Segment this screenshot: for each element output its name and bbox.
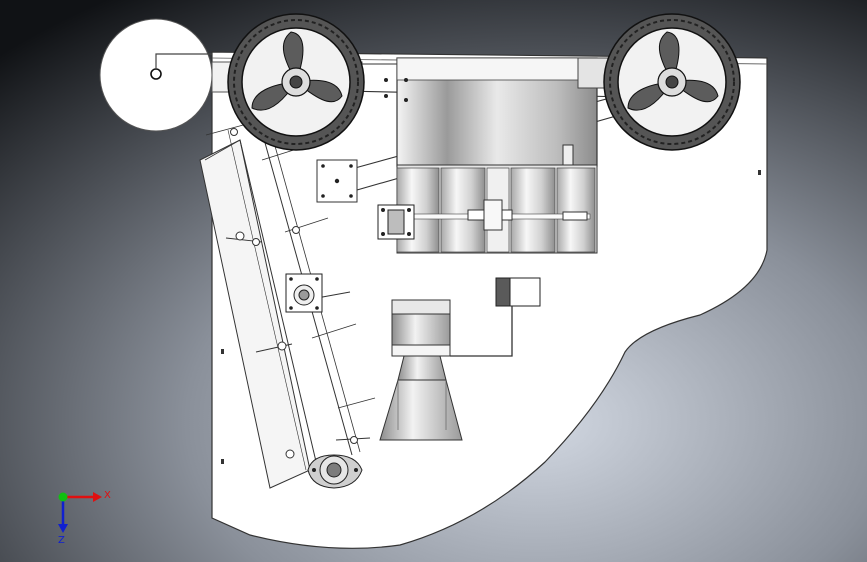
z-axis-label: Z [58,535,65,546]
small-motor [450,277,541,357]
conveyor-bearing [285,273,323,313]
bearing-block [377,204,415,240]
coordinate-triad: X Z [58,490,111,546]
pillow-block-bearing [307,454,363,489]
mounting-plate [316,159,358,203]
x-axis-label: X [104,490,111,501]
cylinder-bank [396,164,598,254]
hopper-assembly [379,299,463,441]
gear-housing [384,57,609,168]
y-axis-dot [58,492,68,502]
pulley-disc [99,18,213,132]
left-wheel [227,13,365,151]
fastener-marks [221,170,761,464]
right-wheel [603,13,741,151]
